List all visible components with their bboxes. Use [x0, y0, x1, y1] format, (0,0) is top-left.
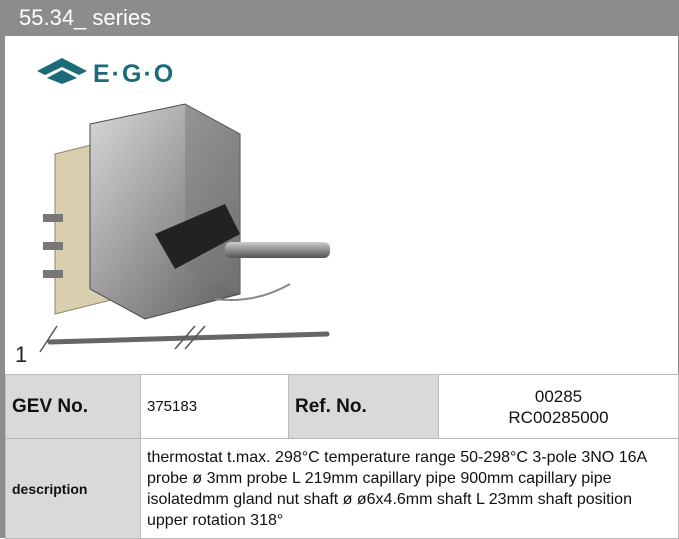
ref-value-line2: RC00285000 [508, 407, 609, 427]
spec-row-description: description thermostat t.max. 298°C temp… [5, 438, 679, 539]
ref-label: Ref. No. [288, 374, 439, 439]
thermostat-product-icon [39, 103, 330, 353]
gev-value: 375183 [140, 374, 289, 439]
spec-row-gev-ref: GEV No. 375183 Ref. No. 00285 RC00285000 [5, 374, 679, 439]
figure-number: 1 [15, 342, 28, 367]
description-value: thermostat t.max. 298°C temperature rang… [140, 438, 679, 539]
brand-logo-text: E·G·O [93, 60, 176, 88]
gev-label: GEV No. [5, 374, 141, 439]
series-header: 55.34_ series [5, 0, 678, 36]
spec-table: GEV No. 375183 Ref. No. 00285 RC00285000… [5, 374, 679, 539]
ref-value-line1: 00285 [534, 386, 583, 406]
ego-logo-icon [37, 58, 87, 84]
ref-value: 00285 RC00285000 [438, 374, 679, 439]
description-label: description [5, 438, 141, 539]
product-image-area: E·G·O [5, 36, 678, 374]
